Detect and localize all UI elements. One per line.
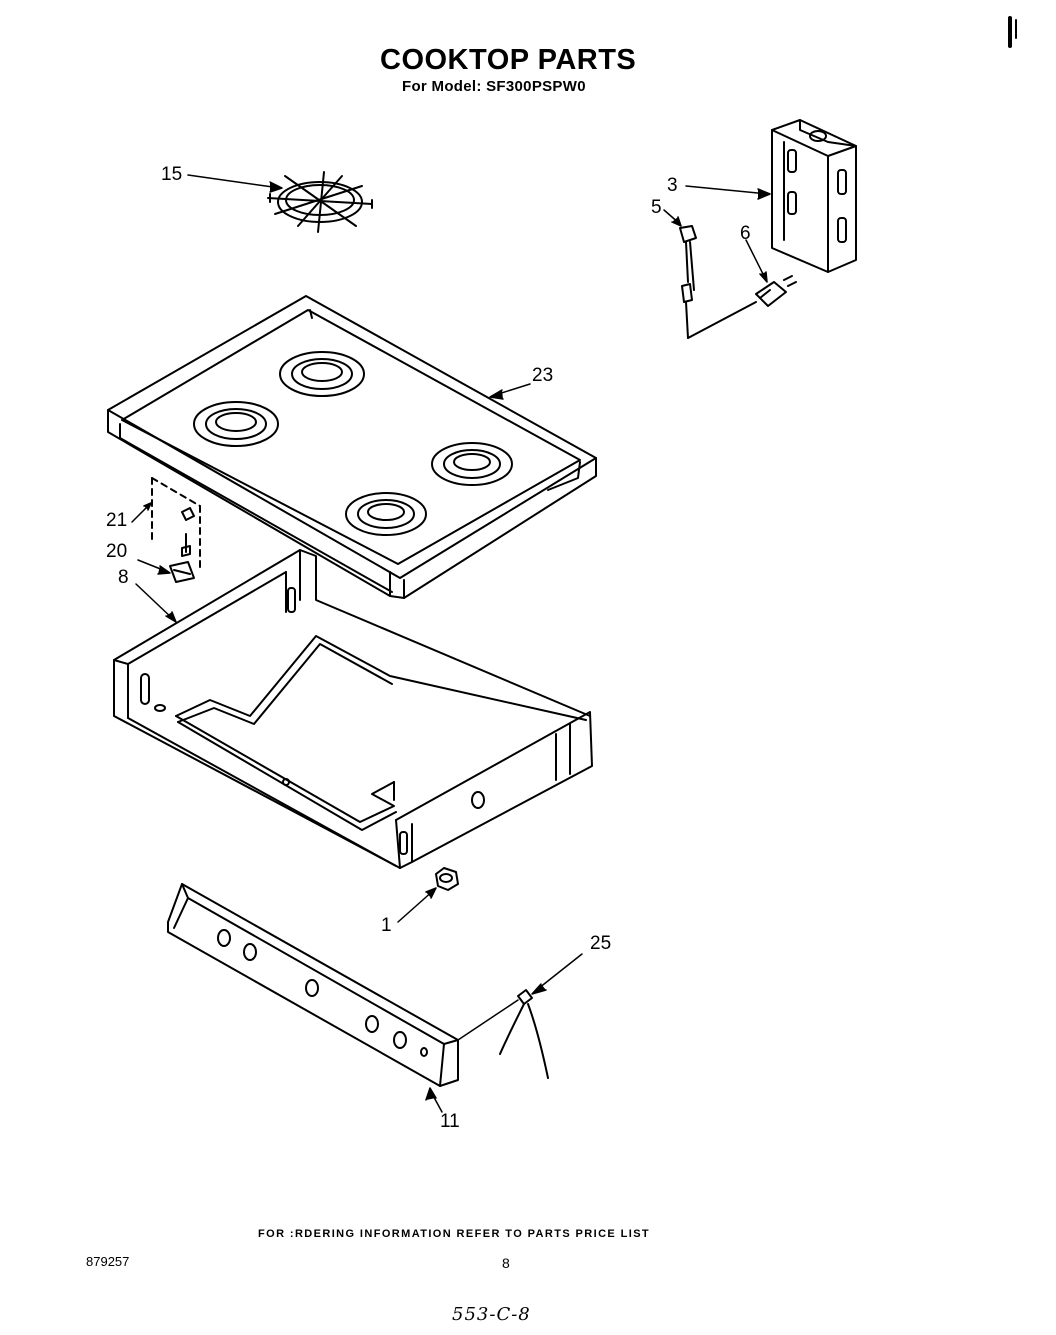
part-20-clip [169,561,195,583]
callout-1: 1 [381,915,392,936]
part-6-plug-connector [687,275,797,339]
part-15-burner-grate [267,171,373,233]
handwritten-code: 553-C-8 [452,1304,531,1325]
callout-21: 21 [106,510,128,531]
callout-8: 8 [118,567,129,588]
part-3-junction-box [771,119,857,273]
page-title: COOKTOP PARTS [380,44,637,76]
callout-23: 23 [532,365,554,386]
callout-20: 20 [106,541,128,562]
part-11-manifold-panel [167,883,459,1087]
part-21-nut-and-screw [151,477,201,569]
part-1-knob [435,867,459,891]
part-8-burner-box [113,549,593,869]
callout-11: 11 [440,1111,460,1132]
corner-registration-mark [1008,16,1017,48]
callout-15: 15 [161,164,183,185]
part-5-connector [679,225,697,339]
callout-6: 6 [740,223,751,244]
part-23-cooktop [107,295,597,599]
callout-5: 5 [651,197,662,218]
model-subtitle: For Model: SF300PSPW0 [402,78,586,95]
page-number: 8 [502,1255,510,1271]
callout-3: 3 [667,175,678,196]
callout-25: 25 [590,933,612,954]
ordering-note: FOR :RDERING INFORMATION REFER TO PARTS … [258,1228,651,1240]
part-25-igniter [457,989,549,1079]
leader-lines [131,174,771,1113]
document-number: 879257 [86,1254,130,1269]
